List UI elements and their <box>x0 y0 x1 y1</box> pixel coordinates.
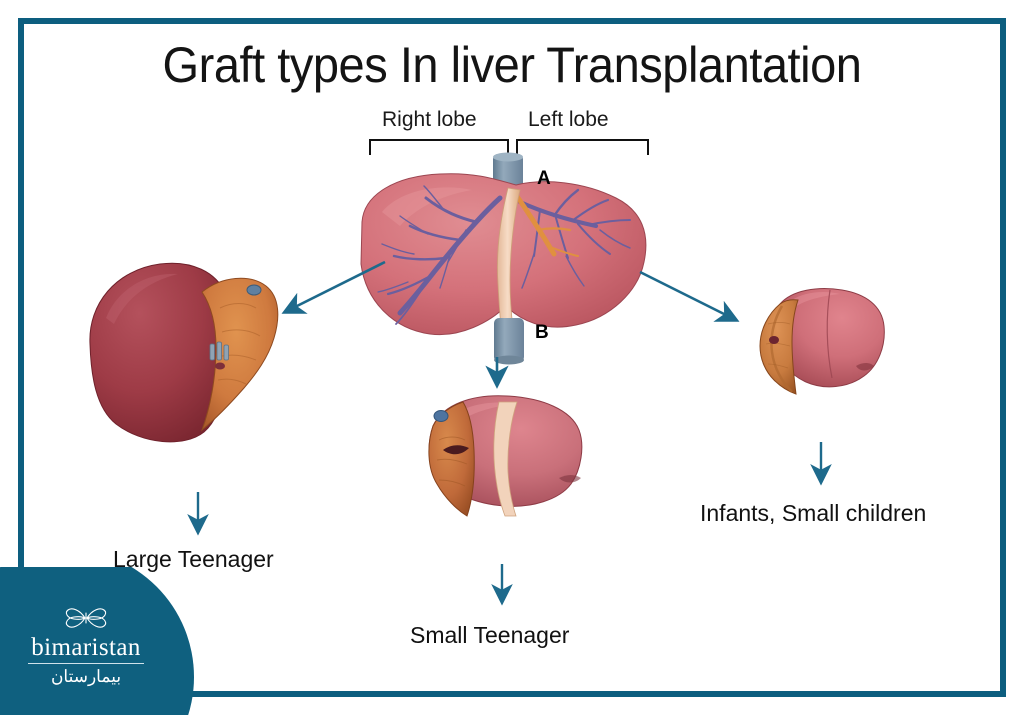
graft-cut-surface <box>759 299 799 395</box>
figure-left-lobe-graft <box>732 272 892 402</box>
arrow-to-small-teenager <box>487 562 517 610</box>
caption-large-teenager: Large Teenager <box>113 546 274 572</box>
graft-cut-surface <box>428 401 475 517</box>
label-right-lobe: Right lobe <box>382 108 477 131</box>
label-left-lobe: Left lobe <box>528 108 609 131</box>
bracket-right-lobe <box>369 139 509 155</box>
cut-surface-rim <box>770 305 793 393</box>
caption-infants-children: Infants, Small children <box>700 500 927 526</box>
arrow-to-large-teenager <box>183 490 213 540</box>
portal-vein-tree-left <box>517 188 631 289</box>
logo-divider <box>28 663 144 665</box>
vein-stump-icon <box>433 410 449 422</box>
bracket-left-lobe <box>516 139 649 155</box>
marker-b-label: B <box>535 322 549 343</box>
marker-a-label: A <box>537 168 551 189</box>
vena-cava-inferior-icon <box>494 318 524 365</box>
hilum-icon <box>769 336 779 344</box>
arrow-to-left-lobe-graft <box>636 268 746 330</box>
hilum-slit-icon <box>443 445 469 455</box>
butterfly-icon <box>65 608 107 628</box>
page-title: Graft types In liver Transplantation <box>162 37 862 93</box>
vein-stump-icon <box>246 284 262 296</box>
falciform-ligament <box>493 401 518 517</box>
figure-right-lobe-graft <box>80 248 295 453</box>
figure-extended-graft <box>403 382 588 517</box>
arrow-to-extended-graft <box>480 355 514 393</box>
logo-disc-shape <box>0 567 194 715</box>
bimaristan-logo[interactable]: bimaristan بيمارستان <box>0 567 194 715</box>
arrow-to-infants-children <box>806 440 836 490</box>
portal-vein-tree-right <box>377 185 503 325</box>
figure-whole-liver <box>348 150 658 365</box>
logo-wordmark-latin: bimaristan <box>31 634 141 661</box>
arrow-to-right-lobe-graft <box>275 258 390 320</box>
logo-wordmark-arabic: بيمارستان <box>50 667 122 687</box>
surgical-clips-icon <box>209 341 229 361</box>
graft-cut-surface <box>200 277 279 432</box>
caption-small-teenager: Small Teenager <box>410 622 570 648</box>
